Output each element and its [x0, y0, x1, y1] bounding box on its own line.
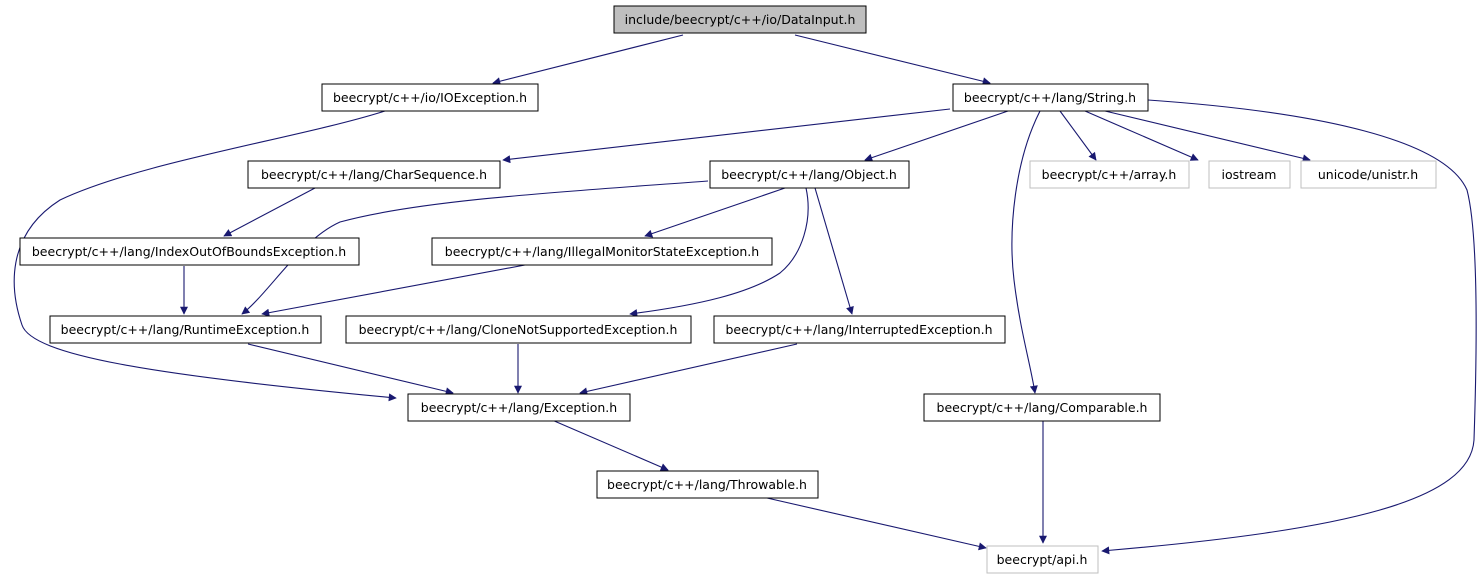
- node-label: unicode/unistr.h: [1318, 167, 1418, 182]
- node-clonenotsupported[interactable]: beecrypt/c++/lang/CloneNotSupportedExcep…: [345, 315, 692, 344]
- edge-datainput-string: [794, 34, 991, 86]
- node-label: beecrypt/c++/lang/CharSequence.h: [261, 167, 487, 182]
- node-label: beecrypt/c++/lang/Object.h: [721, 167, 897, 182]
- edge-string-api: [1101, 99, 1477, 555]
- node-object[interactable]: beecrypt/c++/lang/Object.h: [709, 160, 910, 189]
- node-datainput[interactable]: include/beecrypt/c++/io/DataInput.h: [613, 5, 867, 34]
- edge-string-comparable: [1011, 110, 1041, 394]
- node-label: beecrypt/c++/lang/IndexOutOfBoundsExcept…: [32, 244, 346, 259]
- node-array[interactable]: beecrypt/c++/array.h: [1029, 160, 1190, 189]
- edge-illegalmonitor-runtime: [261, 264, 526, 317]
- node-label: beecrypt/c++/lang/Comparable.h: [937, 400, 1148, 415]
- node-exception[interactable]: beecrypt/c++/lang/Exception.h: [407, 393, 631, 422]
- node-comparable[interactable]: beecrypt/c++/lang/Comparable.h: [923, 393, 1161, 422]
- node-label: beecrypt/api.h: [997, 552, 1088, 567]
- node-string[interactable]: beecrypt/c++/lang/String.h: [952, 83, 1149, 112]
- edges: [13, 34, 1477, 555]
- edge-datainput-ioexception: [492, 34, 684, 86]
- edge-string-unistr: [1104, 110, 1311, 163]
- edge-throwable-api: [766, 497, 987, 551]
- node-illegalmonitor[interactable]: beecrypt/c++/lang/IllegalMonitorStateExc…: [431, 237, 773, 266]
- edge-charsequence-indexoutofbounds: [223, 187, 316, 237]
- node-label: beecrypt/c++/lang/String.h: [964, 90, 1136, 105]
- node-interrupted[interactable]: beecrypt/c++/lang/InterruptedException.h: [713, 315, 1006, 344]
- node-label: beecrypt/c++/io/IOException.h: [333, 90, 527, 105]
- node-ioexception[interactable]: beecrypt/c++/io/IOException.h: [321, 83, 539, 112]
- node-indexoutofbounds[interactable]: beecrypt/c++/lang/IndexOutOfBoundsExcept…: [19, 237, 360, 266]
- edge-interrupted-exception: [579, 343, 798, 396]
- edge-string-object: [864, 110, 1009, 162]
- node-label: beecrypt/c++/lang/IllegalMonitorStateExc…: [445, 244, 759, 259]
- edge-object-illegalmonitor: [644, 187, 786, 238]
- edge-object-clonenotsupported: [629, 187, 809, 318]
- node-throwable[interactable]: beecrypt/c++/lang/Throwable.h: [596, 470, 819, 499]
- node-unistr[interactable]: unicode/unistr.h: [1300, 160, 1437, 189]
- node-charsequence[interactable]: beecrypt/c++/lang/CharSequence.h: [247, 160, 501, 189]
- edge-object-interrupted: [814, 187, 854, 315]
- node-label: iostream: [1222, 167, 1277, 182]
- node-label: beecrypt/c++/lang/Exception.h: [421, 400, 617, 415]
- nodes: include/beecrypt/c++/io/DataInput.h beec…: [19, 5, 1437, 574]
- edge-string-array: [1059, 110, 1097, 161]
- node-label: beecrypt/c++/lang/Throwable.h: [607, 477, 807, 492]
- edge-ioexception-exception: [13, 110, 397, 402]
- edge-object-runtime: [241, 180, 709, 315]
- edge-exception-throwable: [551, 419, 669, 471]
- node-label: include/beecrypt/c++/io/DataInput.h: [625, 12, 856, 27]
- edge-string-charsequence: [502, 108, 951, 164]
- node-api[interactable]: beecrypt/api.h: [986, 545, 1099, 574]
- node-label: beecrypt/c++/lang/RuntimeException.h: [61, 322, 310, 337]
- node-label: beecrypt/c++/lang/CloneNotSupportedExcep…: [359, 322, 678, 337]
- edge-string-iostream: [1084, 110, 1199, 161]
- edge-runtime-exception: [247, 343, 454, 396]
- node-iostream[interactable]: iostream: [1208, 160, 1291, 189]
- node-label: beecrypt/c++/lang/InterruptedException.h: [725, 322, 992, 337]
- node-runtime[interactable]: beecrypt/c++/lang/RuntimeException.h: [49, 315, 322, 344]
- node-label: beecrypt/c++/array.h: [1042, 167, 1177, 182]
